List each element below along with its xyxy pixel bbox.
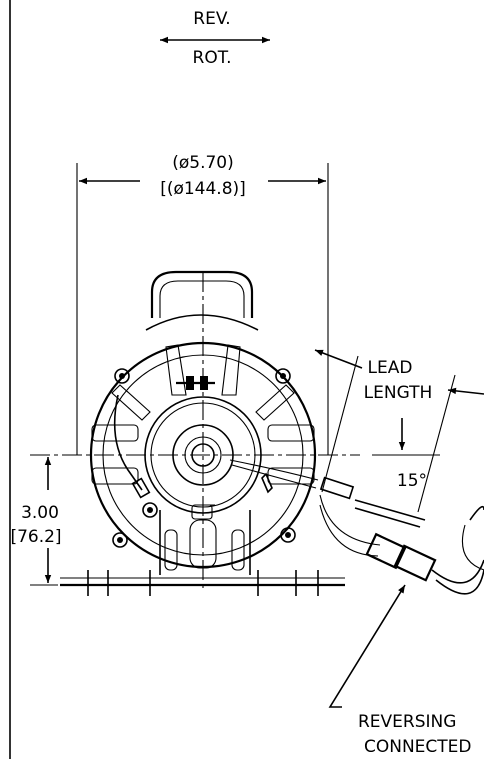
- diameter-mm: [(ø144.8)]: [160, 179, 246, 199]
- motor-body: [30, 270, 360, 596]
- lead-plug: [319, 476, 355, 500]
- diameter-inches: (ø5.70): [172, 153, 234, 173]
- connector-callout: REVERSING CONNECTED: [328, 584, 472, 757]
- ground-bolt: [176, 376, 215, 390]
- lead-extension-right: [417, 374, 456, 513]
- diameter-dimension: (ø5.70) [(ø144.8)]: [76, 153, 329, 455]
- terminal-box-inner: [159, 280, 245, 318]
- rev-label: REV.: [193, 9, 230, 29]
- lead-terminal: [261, 472, 273, 494]
- callout-line1: REVERSING: [358, 712, 456, 732]
- terminal-box-base: [145, 314, 259, 331]
- mounting-screws: [112, 368, 296, 548]
- lead-length-dimension: LEAD LENGTH 15°: [314, 349, 484, 513]
- internal-wire: [113, 394, 143, 491]
- mounting-frame: [159, 504, 251, 575]
- lead-extension-left: [321, 355, 359, 493]
- callout-leader: [328, 584, 406, 708]
- lead-arrow-left: [314, 349, 363, 369]
- callout-line2: CONNECTED: [364, 737, 472, 757]
- height-dimension: 3.00 [76.2]: [10, 457, 62, 586]
- internal-wire-terminal: [131, 477, 151, 499]
- base-plate: [60, 570, 345, 596]
- rotation-indicator: REV. ROT.: [160, 9, 270, 68]
- lead-label-1: LEAD: [368, 358, 413, 378]
- height-inches: 3.00: [21, 503, 59, 523]
- lead-wires: [229, 459, 426, 557]
- rot-label: ROT.: [193, 48, 232, 68]
- angle-label: 15°: [397, 471, 427, 491]
- terminal-box: [150, 270, 254, 318]
- height-mm: [76.2]: [10, 527, 61, 547]
- lead-arrow-right: [447, 387, 484, 395]
- reversing-connector: [365, 505, 484, 595]
- lead-label-2: LENGTH: [364, 383, 433, 403]
